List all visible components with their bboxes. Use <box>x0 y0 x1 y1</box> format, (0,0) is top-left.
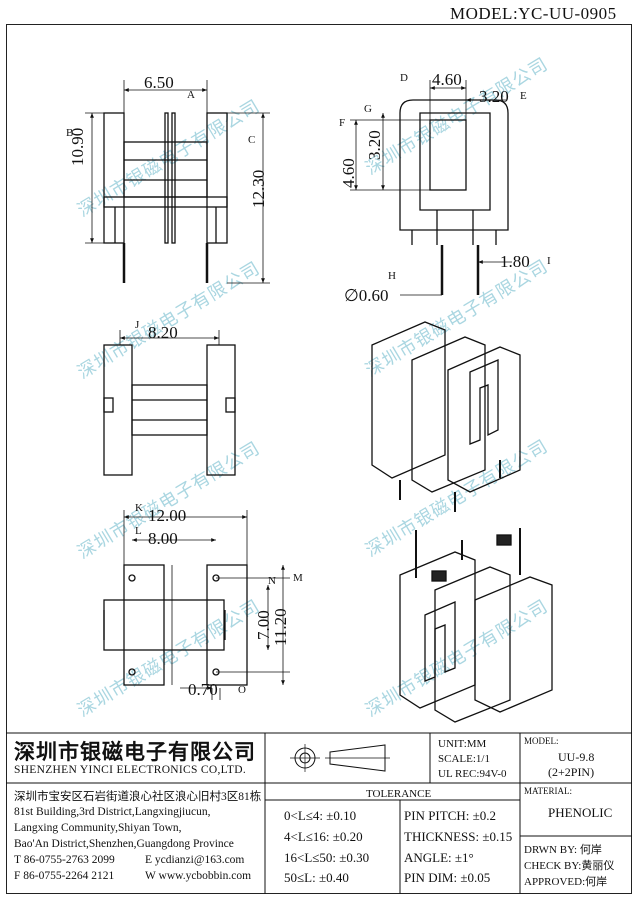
flange-left <box>103 344 133 476</box>
callout-J: J <box>135 319 140 331</box>
window <box>429 119 467 191</box>
callout-L: L <box>135 525 142 537</box>
telephone: T 86-0755-2763 2099 <box>14 854 115 866</box>
dim-060: ∅0.60 <box>344 286 389 305</box>
fax: F 86-0755-2264 2121 <box>14 870 115 882</box>
tol-left-4: 50≤L: ±0.40 <box>284 870 349 885</box>
tol-right-3: ANGLE: ±1° <box>404 850 474 865</box>
tolerance-title: TOLERANCE <box>366 788 432 800</box>
bobbin-right-flange <box>206 112 228 244</box>
callout-A: A <box>187 89 195 101</box>
unit: UNIT:MM <box>438 738 487 750</box>
tol-right-4: PIN DIM: ±0.05 <box>404 870 491 885</box>
dim-1230: 12.30 <box>249 169 268 208</box>
callout-E: E <box>520 90 527 102</box>
dim-820: 8.20 <box>148 323 178 342</box>
center-plate <box>171 112 176 244</box>
callout-G: G <box>364 103 372 115</box>
dim-460-top: 4.60 <box>432 70 462 89</box>
dim-460-side: 4.60 <box>339 158 358 188</box>
title-block <box>6 732 632 894</box>
address-en-1: 81st Building,3rd District,Langxingjiucu… <box>14 806 211 818</box>
iso2-window <box>424 601 456 682</box>
dim-1200: 12.00 <box>148 506 187 525</box>
iso2-flange-front <box>474 576 553 713</box>
iso-flange-front <box>447 346 521 493</box>
company-name-en: SHENZHEN YINCI ELECTRONICS CO,LTD. <box>14 764 246 776</box>
dim-070: 0.70 <box>188 680 218 699</box>
drawn-by: DRWN BY: 何岸 <box>524 844 602 856</box>
callout-N: N <box>268 575 276 587</box>
end-view <box>350 80 512 296</box>
iso-window <box>469 359 499 445</box>
bottom-view <box>103 510 290 700</box>
drawing-frame <box>6 24 632 894</box>
check-by: CHECK BY:黄丽仪 <box>524 860 615 872</box>
email: E ycdianzi@163.com <box>145 854 245 866</box>
bottom-flange-right <box>206 564 248 686</box>
model-pins: (2+2PIN) <box>548 765 595 779</box>
tol-left-1: 0<L≤4: ±0.10 <box>284 808 357 823</box>
tol-left-2: 4<L≤16: ±0.20 <box>284 829 363 844</box>
tol-right-1: PIN PITCH: ±0.2 <box>404 808 497 823</box>
front-view <box>85 80 270 284</box>
model-label: MODEL: <box>524 736 559 746</box>
iso-flange-back <box>371 321 446 479</box>
iso2-flange-mid <box>434 566 511 723</box>
flange-right <box>206 344 236 476</box>
core-inner <box>419 112 491 211</box>
callout-C: C <box>248 134 256 146</box>
website: W www.ycbobbin.com <box>145 870 252 882</box>
approved-by: APPROVED:何岸 <box>524 876 608 888</box>
model-header: MODEL:YC-UU-0905 <box>450 4 617 23</box>
center-plate <box>164 112 169 244</box>
address-cn: 深圳市宝安区石岩街道浪心社区浪心旧村3区81栋 <box>14 791 262 803</box>
scale: SCALE:1/1 <box>438 753 490 765</box>
isometric-view-top <box>371 321 521 512</box>
callout-O: O <box>238 684 246 696</box>
callout-H: H <box>388 270 396 282</box>
callout-M: M <box>293 572 303 584</box>
callout-I: I <box>547 255 551 267</box>
company-name-cn: 深圳市银磁电子有限公司 <box>14 740 256 764</box>
dim-800: 8.00 <box>148 529 178 548</box>
top-view <box>103 330 236 476</box>
material-value: PHENOLIC <box>548 805 613 820</box>
callout-D: D <box>400 72 408 84</box>
callout-B: B <box>66 127 74 139</box>
tol-left-3: 16<L≤50: ±0.30 <box>284 850 370 865</box>
dim-650: 6.50 <box>144 73 174 92</box>
tol-right-2: THICKNESS: ±0.15 <box>404 829 513 844</box>
iso-flange-mid <box>411 336 486 493</box>
dim-1120: 11.20 <box>271 608 290 646</box>
ul-rec: UL REC:94V-0 <box>438 768 507 780</box>
isometric-view-bottom <box>399 528 553 723</box>
core-body <box>131 384 208 436</box>
model-value: UU-9.8 <box>558 750 595 764</box>
callout-K: K <box>135 502 143 514</box>
dim-320-top: 3.20 <box>479 87 509 106</box>
material-label: MATERIAL: <box>524 786 572 796</box>
address-en-2: Langxing Community,Shiyan Town, <box>14 822 182 834</box>
dim-320-side: 3.20 <box>365 130 384 160</box>
bobbin-left-flange <box>103 112 125 244</box>
callout-F: F <box>339 117 346 129</box>
address-en-3: Bao'An District,Shenzhen,Guangdong Provi… <box>14 838 234 850</box>
dim-180: 1.80 <box>500 252 530 271</box>
bottom-flange-left <box>123 564 165 686</box>
